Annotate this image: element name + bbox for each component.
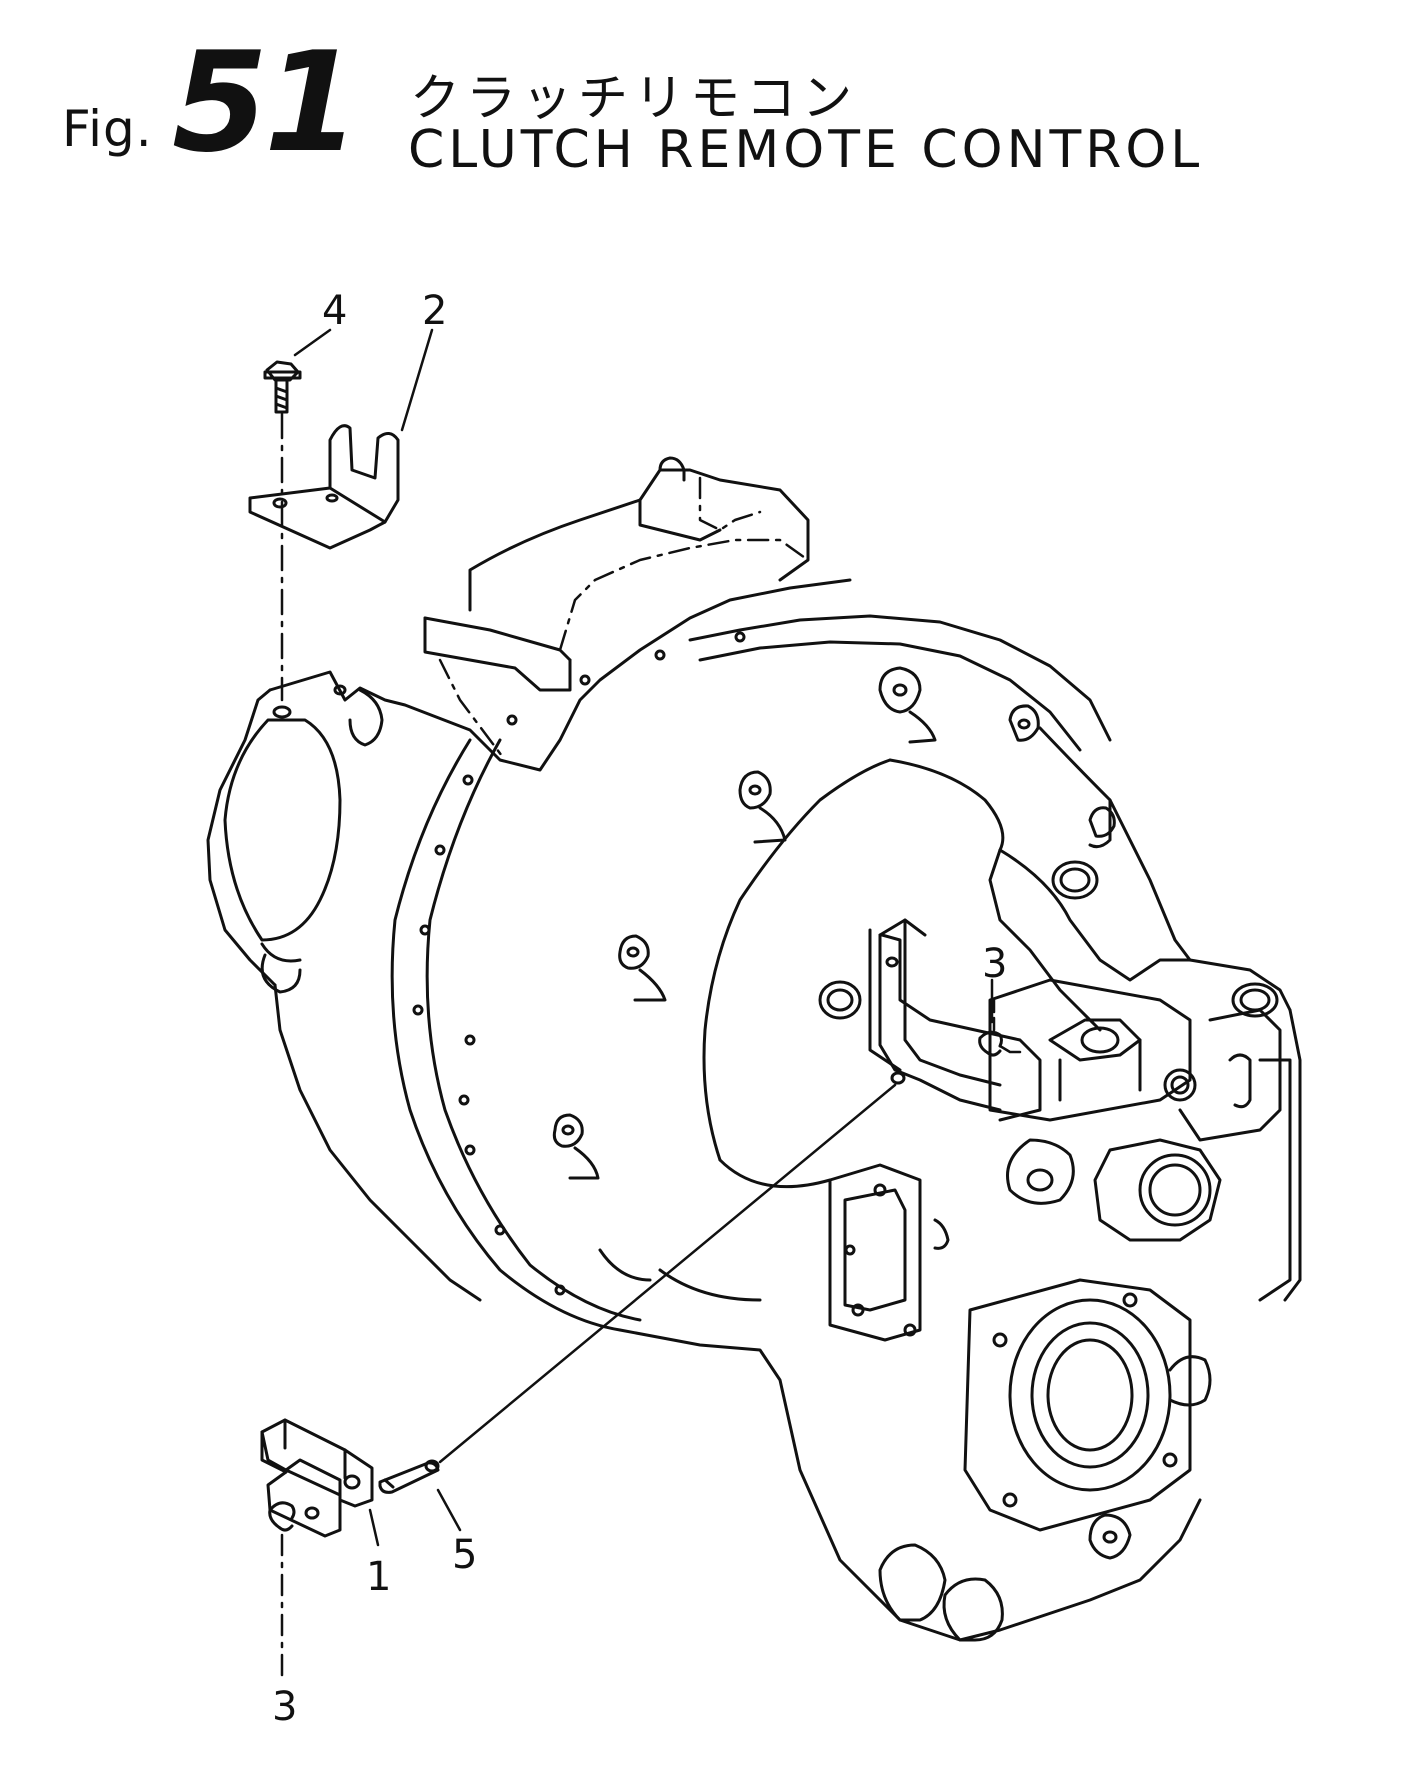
callout-3-lower: 3 <box>272 1684 297 1730</box>
callout-2: 2 <box>422 288 447 334</box>
leader-line-4 <box>293 328 332 357</box>
part-2-bracket <box>248 424 400 550</box>
figure-number: 51 <box>172 22 360 183</box>
part-4-bolt <box>263 360 302 414</box>
part-3-clip-lower <box>268 1501 296 1532</box>
figure-title-japanese: クラッチリモコン <box>410 69 858 127</box>
part-1-bracket <box>260 1418 374 1538</box>
callout-1: 1 <box>366 1554 391 1600</box>
leader-line-1 <box>368 1508 380 1547</box>
figure-title-english: CLUTCH REMOTE CONTROL <box>408 120 1204 180</box>
part-3-clip-upper <box>978 1030 1003 1057</box>
pin-axis-line <box>438 1083 897 1464</box>
leader-line-2 <box>400 328 434 432</box>
callout-3-upper: 3 <box>982 941 1007 987</box>
figure-prefix: Fig. <box>62 100 153 158</box>
figure-header: Fig. 51 クラッチリモコン CLUTCH REMOTE CONTROL <box>0 0 1420 200</box>
flange-bolt-holes <box>412 631 746 1296</box>
callout-5: 5 <box>452 1532 477 1578</box>
callout-4: 4 <box>322 288 347 334</box>
part-5-pin <box>378 1459 440 1494</box>
clutch-housing <box>206 456 1302 1642</box>
leader-line-5 <box>436 1488 462 1532</box>
